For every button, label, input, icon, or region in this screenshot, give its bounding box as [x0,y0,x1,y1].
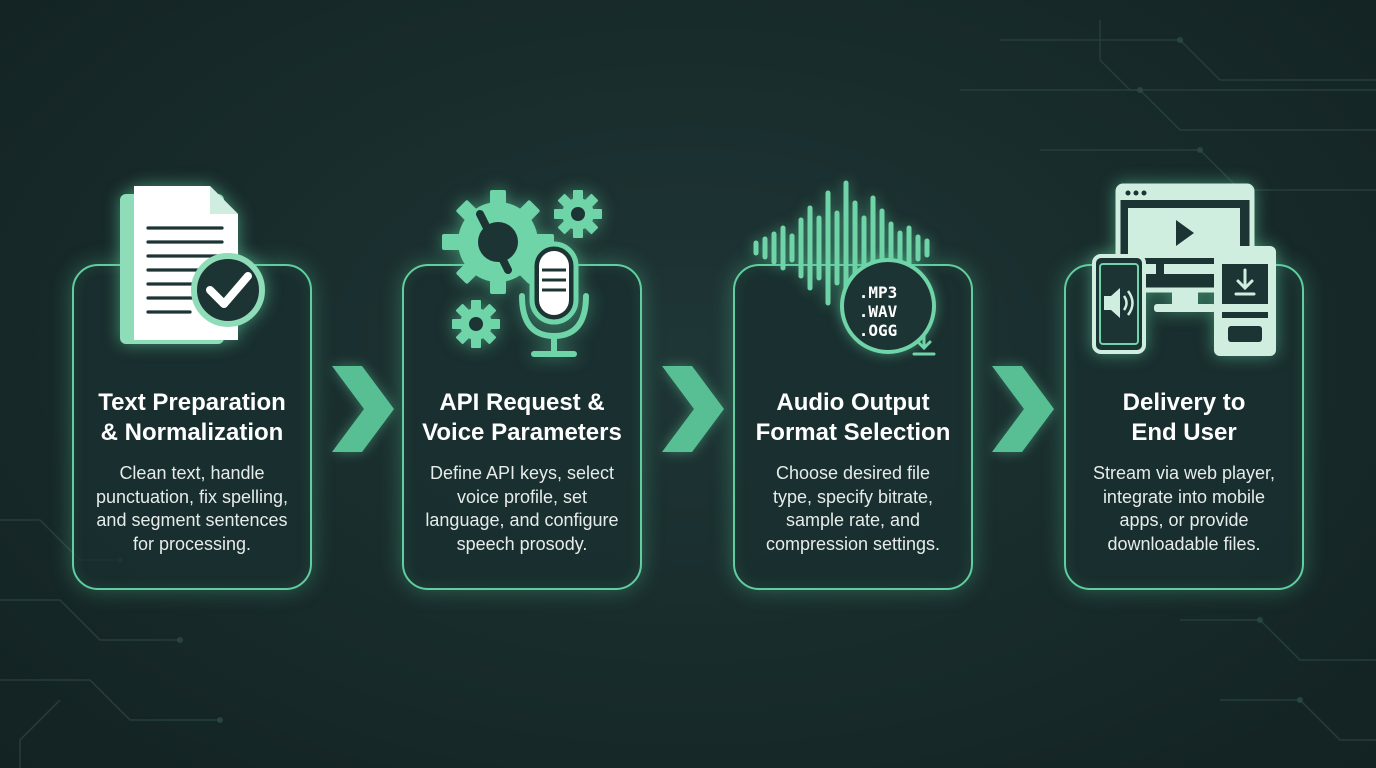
step-3-description: Choose desired file type, specify bitrat… [765,463,941,554]
step-4-description: Stream via web player, integrate into mo… [1092,463,1276,554]
waveform-format-icon: .MP3 .WAV .OGG [753,180,936,356]
gears-microphone-icon [442,190,602,357]
sound-waveform [753,180,930,316]
play-icon [1176,220,1194,246]
step-card-2: API Request & Voice Parameters Define AP… [402,264,642,590]
download-icon [912,332,936,356]
step-1-title: Text Preparation & Normalization [98,389,286,446]
step-3-title: Audio Output Format Selection [755,389,951,446]
step-2-description: Define API keys, select voice profile, s… [425,463,619,554]
step-2-title: API Request & Voice Parameters [422,389,622,446]
chevron-right-icon [992,366,1054,452]
format-ogg: .OGG [859,321,898,340]
document-check-icon [120,186,265,344]
format-mp3: .MP3 [859,283,898,302]
format-circle [840,258,936,354]
chevron-right-icon [662,366,724,452]
step-1-description: Clean text, handle punctuation, fix spel… [95,463,289,554]
chevron-right-icon [332,366,394,452]
devices-icon [1092,183,1276,356]
format-wav: .WAV [859,302,898,321]
speaker-icon [1104,288,1120,318]
step-4-title: Delivery to End User [1122,389,1246,446]
download-icon [1234,268,1256,296]
